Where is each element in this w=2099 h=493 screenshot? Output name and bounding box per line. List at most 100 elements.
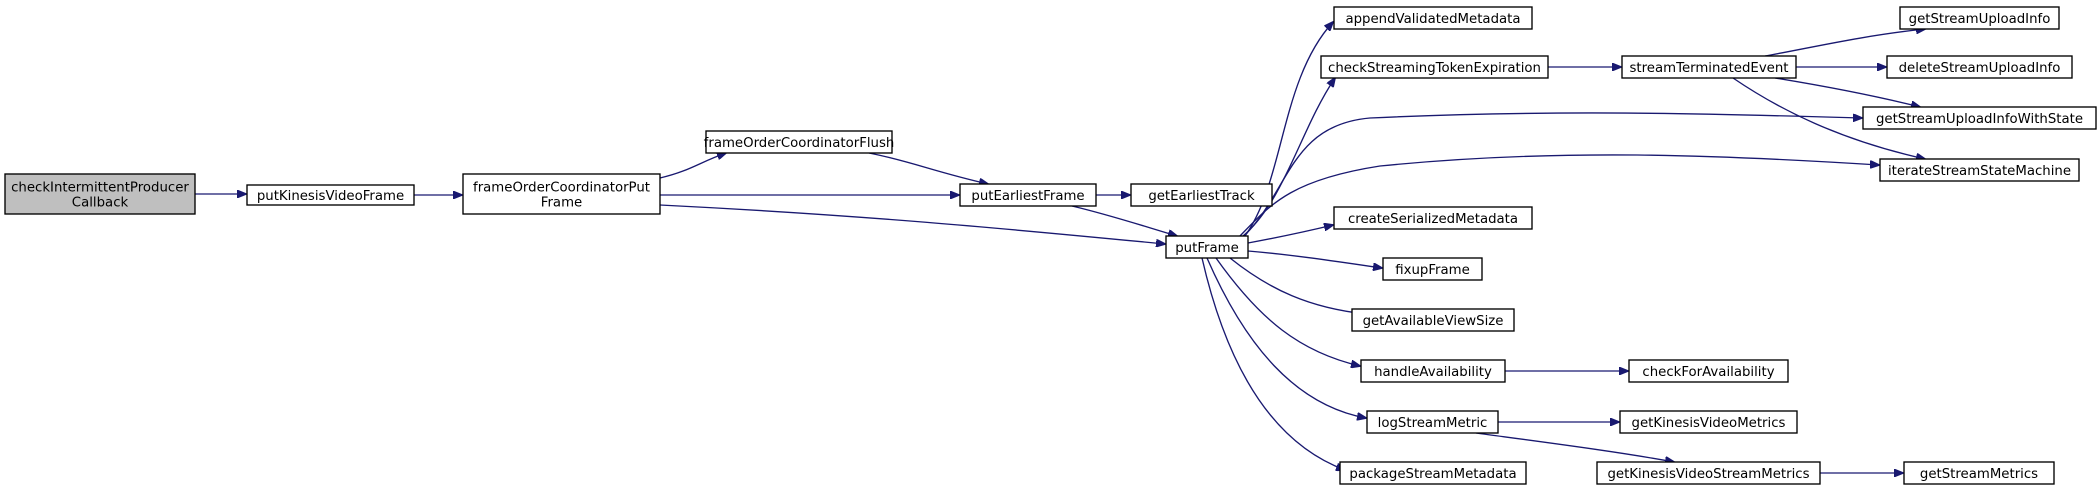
node-label: putEarliestFrame xyxy=(971,189,1084,204)
edge-line xyxy=(868,152,988,184)
node-label: getEarliestTrack xyxy=(1148,189,1255,204)
edge-line xyxy=(1201,257,1345,470)
node-box xyxy=(1366,410,1499,434)
edge-frameOrderCoordinatorPutFrame-to-putFrame xyxy=(659,204,1165,244)
edge-putFrame-to-getStreamUploadInfoWithState xyxy=(1243,112,1862,237)
node-getKinesisVideoMetrics[interactable]: getKinesisVideoMetrics xyxy=(1619,410,1798,434)
node-box xyxy=(959,183,1097,207)
node-label: checkIntermittentProducer xyxy=(11,181,189,196)
node-putKinesisVideoFrame[interactable]: putKinesisVideoFrame xyxy=(246,184,415,206)
node-checkStreamingTokenExpiration[interactable]: checkStreamingTokenExpiration xyxy=(1320,55,1549,79)
edge-putFrame-to-handleAvailability xyxy=(1215,257,1360,366)
edge-line xyxy=(1229,257,1366,314)
edge-line xyxy=(659,153,726,179)
node-putEarliestFrame[interactable]: putEarliestFrame xyxy=(959,183,1097,207)
edge-line xyxy=(1774,77,1920,107)
node-getStreamUploadInfoWithState[interactable]: getStreamUploadInfoWithState xyxy=(1862,106,2097,130)
node-label: frameOrderCoordinatorFlush xyxy=(704,136,895,151)
node-box xyxy=(4,173,196,215)
node-label: putFrame xyxy=(1175,241,1239,256)
node-getStreamMetrics[interactable]: getStreamMetrics xyxy=(1903,461,2055,485)
node-packageStreamMetadata[interactable]: packageStreamMetadata xyxy=(1339,461,1527,485)
node-box xyxy=(1382,257,1483,281)
node-box xyxy=(705,130,893,154)
edge-streamTerminatedEvent-to-getStreamUploadInfoWithState xyxy=(1774,77,1920,107)
node-label: checkForAvailability xyxy=(1642,365,1774,380)
edge-line xyxy=(1071,205,1177,236)
node-box xyxy=(1621,55,1797,79)
edge-putFrame-to-appendValidatedMetadata xyxy=(1244,22,1333,237)
node-handleAvailability[interactable]: handleAvailability xyxy=(1360,359,1506,383)
edge-line xyxy=(659,204,1165,244)
edge-line xyxy=(1239,154,1879,237)
edge-line xyxy=(1247,250,1382,268)
node-box xyxy=(462,173,661,215)
edge-putFrame-to-getAvailableViewSize xyxy=(1229,257,1366,314)
node-box xyxy=(1351,308,1515,332)
node-label: getStreamUploadInfo xyxy=(1909,12,2051,27)
node-streamTerminatedEvent[interactable]: streamTerminatedEvent xyxy=(1621,55,1797,79)
node-label: createSerializedMetadata xyxy=(1348,212,1518,227)
node-frameOrderCoordinatorFlush[interactable]: frameOrderCoordinatorFlush xyxy=(704,130,895,154)
node-fixupFrame[interactable]: fixupFrame xyxy=(1382,257,1483,281)
node-label: putKinesisVideoFrame xyxy=(257,189,404,204)
edge-putFrame-to-createSerializedMetadata xyxy=(1247,225,1333,244)
node-box xyxy=(1899,6,2060,30)
node-label: frameOrderCoordinatorPut xyxy=(473,181,650,196)
edge-frameOrderCoordinatorFlush-to-putEarliestFrame xyxy=(868,152,988,184)
node-box xyxy=(1596,461,1821,485)
edge-line xyxy=(1764,29,1925,57)
node-createSerializedMetadata[interactable]: createSerializedMetadata xyxy=(1333,206,1533,230)
node-label: getStreamMetrics xyxy=(1920,467,2038,482)
node-label: logStreamMetric xyxy=(1378,416,1488,431)
node-getAvailableViewSize[interactable]: getAvailableViewSize xyxy=(1351,308,1515,332)
node-box xyxy=(1360,359,1506,383)
node-appendValidatedMetadata[interactable]: appendValidatedMetadata xyxy=(1333,6,1533,30)
edge-putFrame-to-fixupFrame xyxy=(1247,250,1382,268)
node-box xyxy=(246,184,415,206)
edge-line xyxy=(1475,432,1674,462)
node-putFrame[interactable]: putFrame xyxy=(1165,235,1249,259)
node-box xyxy=(1628,359,1789,383)
node-checkForAvailability[interactable]: checkForAvailability xyxy=(1628,359,1789,383)
node-iterateStreamStateMachine[interactable]: iterateStreamStateMachine xyxy=(1879,158,2080,182)
node-box xyxy=(1903,461,2055,485)
node-label: streamTerminatedEvent xyxy=(1629,61,1788,76)
node-getEarliestTrack[interactable]: getEarliestTrack xyxy=(1130,183,1273,207)
node-box xyxy=(1165,235,1249,259)
node-deleteStreamUploadInfo[interactable]: deleteStreamUploadInfo xyxy=(1886,55,2073,79)
edge-putFrame-to-iterateStreamStateMachine xyxy=(1239,154,1879,237)
edge-putFrame-to-packageStreamMetadata xyxy=(1201,257,1345,470)
node-logStreamMetric[interactable]: logStreamMetric xyxy=(1366,410,1499,434)
edge-frameOrderCoordinatorPutFrame-to-frameOrderCoordinatorFlush xyxy=(659,153,726,179)
node-label: getKinesisVideoMetrics xyxy=(1632,416,1786,431)
edge-streamTerminatedEvent-to-getStreamUploadInfo xyxy=(1764,29,1925,57)
node-label: getStreamUploadInfoWithState xyxy=(1876,112,2083,127)
node-label: getKinesisVideoStreamMetrics xyxy=(1607,467,1809,482)
edge-line xyxy=(1215,257,1360,366)
edge-putEarliestFrame-to-putFrame xyxy=(1071,205,1177,236)
edge-putFrame-to-logStreamMetric xyxy=(1206,257,1366,418)
node-label: iterateStreamStateMachine xyxy=(1888,164,2071,179)
edge-line xyxy=(1243,112,1862,237)
node-getKinesisVideoStreamMetrics[interactable]: getKinesisVideoStreamMetrics xyxy=(1596,461,1821,485)
edge-streamTerminatedEvent-to-iterateStreamStateMachine xyxy=(1732,77,1925,159)
edge-line xyxy=(1242,78,1335,237)
node-box xyxy=(1320,55,1549,79)
node-box xyxy=(1333,206,1533,230)
node-box xyxy=(1619,410,1798,434)
edge-logStreamMetric-to-getKinesisVideoStreamMetrics xyxy=(1475,432,1674,462)
node-label: checkStreamingTokenExpiration xyxy=(1328,61,1541,76)
node-label: getAvailableViewSize xyxy=(1363,314,1504,329)
node-box xyxy=(1339,461,1527,485)
node-box xyxy=(1886,55,2073,79)
node-label: deleteStreamUploadInfo xyxy=(1899,61,2061,76)
edge-line xyxy=(1244,22,1333,237)
edge-line xyxy=(1206,257,1366,418)
node-label: handleAvailability xyxy=(1374,365,1492,380)
node-getStreamUploadInfo[interactable]: getStreamUploadInfo xyxy=(1899,6,2060,30)
edge-line xyxy=(1247,225,1333,244)
